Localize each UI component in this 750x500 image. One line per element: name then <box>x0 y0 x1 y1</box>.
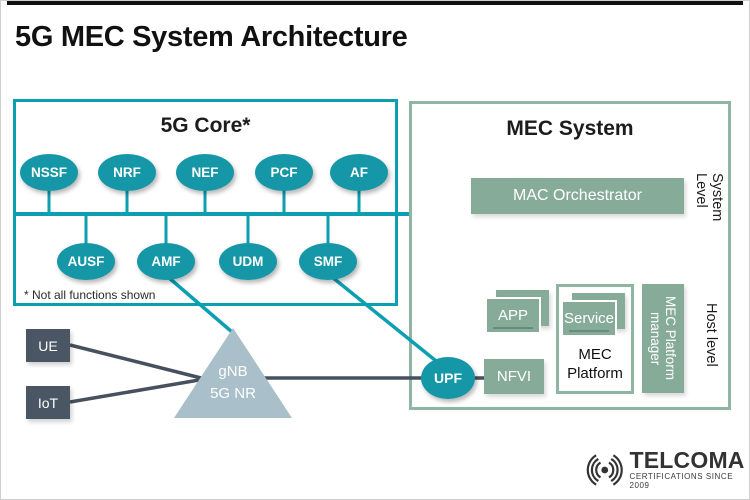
nrf-node: NRF <box>98 154 156 191</box>
mac-orchestrator-bar: MAC Orchestrator <box>471 178 684 214</box>
af-label: AF <box>350 165 368 180</box>
smf-label: SMF <box>313 254 343 269</box>
iot-label: IoT <box>37 394 59 411</box>
upf-label: UPF <box>434 370 462 386</box>
af-node: AF <box>330 154 388 191</box>
amf-label: AMF <box>151 254 181 269</box>
core-group-title: 5G Core* <box>160 114 251 137</box>
upf-node: UPF <box>421 357 475 399</box>
mec-platform-manager-label: MEC Platform manager <box>648 296 678 380</box>
gnb-label-line1: gNB <box>218 363 248 380</box>
nef-label: NEF <box>191 165 219 180</box>
app-card-front: APP <box>485 297 541 334</box>
nrf-label: NRF <box>113 165 141 180</box>
system-level-line2: Level <box>693 173 709 208</box>
telcoma-logo: TELCOMA CERTIFICATIONS SINCE 2009 <box>583 449 749 490</box>
service-node: Service <box>561 293 625 337</box>
smf-node: SMF <box>299 243 357 280</box>
udm-label: UDM <box>232 254 264 269</box>
pcf-label: PCF <box>270 165 298 180</box>
app-label: APP <box>497 307 528 324</box>
pcf-node: PCF <box>255 154 313 191</box>
app-card-underline <box>493 327 533 329</box>
ausf-node: AUSF <box>57 243 115 280</box>
gnb-label-line2: 5G NR <box>210 385 256 402</box>
host-level-text: Host level <box>703 303 719 367</box>
core-footnote: * Not all functions shown <box>24 288 156 302</box>
amf-node: AMF <box>137 243 195 280</box>
mec-platform-manager-bar: MEC Platform manager <box>642 284 684 393</box>
iot-node: IoT <box>26 386 70 419</box>
mec-platform-manager-line1: MEC Platform <box>663 296 678 381</box>
gnb-node: gNB 5G NR <box>174 328 292 418</box>
service-card-front: Service <box>561 300 617 337</box>
mec-platform-label-line1: MEC <box>578 346 612 363</box>
ue-label: UE <box>38 337 58 354</box>
logo-name: TELCOMA <box>629 447 745 473</box>
logo-text-block: TELCOMA CERTIFICATIONS SINCE 2009 <box>629 447 750 491</box>
mec-group-title: MEC System <box>506 117 634 140</box>
system-level-label: System Level <box>693 173 725 221</box>
system-level-line1: System <box>709 173 725 222</box>
signal-icon <box>586 453 623 486</box>
ue-node: UE <box>26 329 70 362</box>
logo-tagline: CERTIFICATIONS SINCE 2009 <box>629 472 734 490</box>
nssf-label: NSSF <box>30 165 67 180</box>
nfvi-node: NFVI <box>484 359 544 394</box>
host-level-label: Host level <box>703 303 719 367</box>
mec-platform-label: MEC Platform <box>556 345 634 383</box>
nef-node: NEF <box>176 154 234 191</box>
mec-platform-manager-line2: manager <box>648 311 663 366</box>
page-title: 5G MEC System Architecture <box>15 21 408 53</box>
top-border-bar <box>7 1 743 5</box>
nssf-node: NSSF <box>20 154 78 191</box>
gnb-triangle-shape <box>174 328 292 418</box>
udm-node: UDM <box>219 243 277 280</box>
service-card-underline <box>569 330 609 332</box>
mec-group-box: MEC System <box>409 101 731 410</box>
nfvi-label: NFVI <box>496 368 532 385</box>
service-label: Service <box>563 310 615 327</box>
app-node: APP <box>485 290 549 334</box>
ausf-label: AUSF <box>67 254 105 269</box>
mac-orchestrator-label: MAC Orchestrator <box>513 187 642 204</box>
mec-platform-label-line2: Platform <box>567 365 623 382</box>
